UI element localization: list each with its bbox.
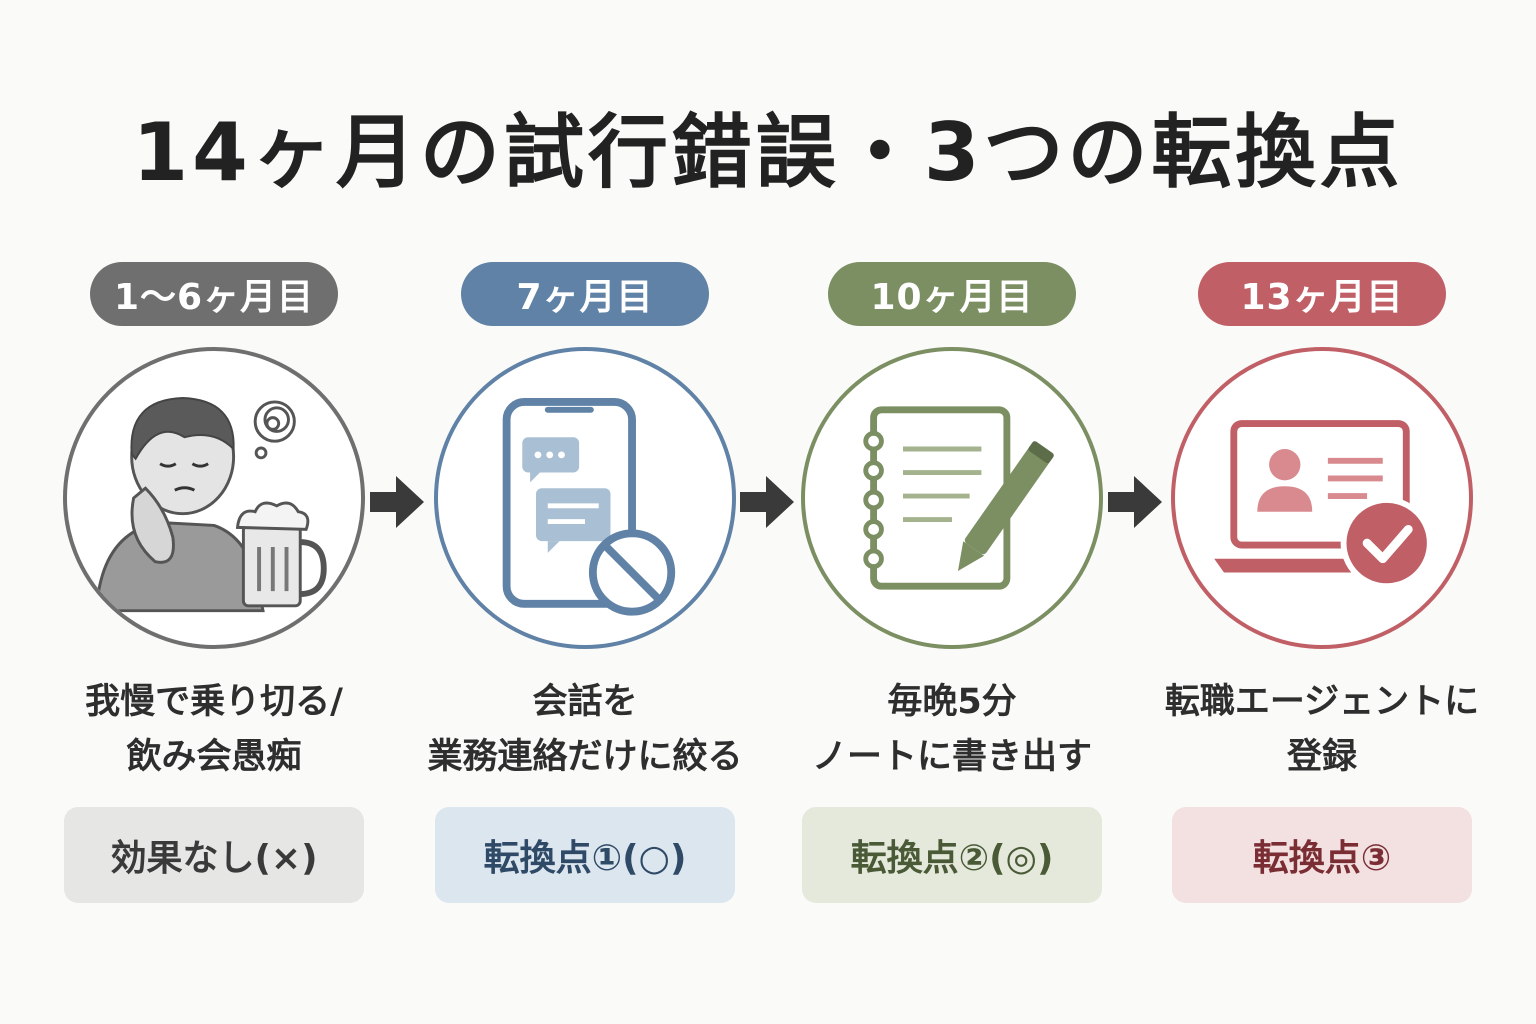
period-badge: 7ヶ月目	[461, 262, 709, 326]
step-description: 毎晩5分 ノートに書き出す	[777, 675, 1127, 785]
description-line: 会話を	[532, 682, 638, 722]
description-line: 業務連絡だけに絞る	[427, 737, 743, 777]
description-line: 登録	[1286, 737, 1357, 777]
description-line: 飲み会愚痴	[126, 737, 302, 777]
page-title: 14ヶ月の試行錯誤・3つの転換点	[132, 106, 1404, 199]
step-description: 我慢で乗り切る/ 飲み会愚痴	[39, 675, 389, 785]
result-badge: 転換点①(○)	[435, 807, 735, 903]
step-description: 会話を 業務連絡だけに絞る	[410, 675, 760, 785]
step-description: 転職エージェントに 登録	[1147, 675, 1497, 785]
laptop-profile-check-icon	[1171, 347, 1473, 649]
description-line: 我慢で乗り切る/	[85, 682, 343, 722]
arrow-right-icon	[740, 476, 794, 528]
arrow-right-icon	[370, 476, 424, 528]
period-badge: 13ヶ月目	[1198, 262, 1446, 326]
smartphone-chat-prohibited-icon	[434, 347, 736, 649]
period-badge: 1〜6ヶ月目	[90, 262, 338, 326]
tired-man-with-beer-icon	[63, 347, 365, 649]
result-badge: 転換点②(◎)	[802, 807, 1102, 903]
arrow-right-icon	[1108, 476, 1162, 528]
notebook-pen-icon	[801, 347, 1103, 649]
description-line: 転職エージェントに	[1164, 682, 1480, 722]
period-badge: 10ヶ月目	[828, 262, 1076, 326]
description-line: ノートに書き出す	[811, 737, 1092, 777]
description-line: 毎晩5分	[887, 682, 1017, 722]
result-badge: 効果なし(×)	[64, 807, 364, 903]
result-badge: 転換点③	[1172, 807, 1472, 903]
